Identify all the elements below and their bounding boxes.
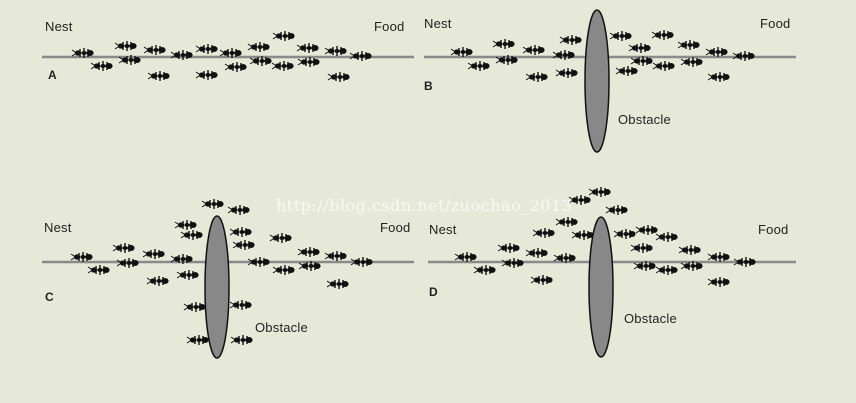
food-label-c: Food <box>380 220 411 235</box>
panel-id-d: D <box>429 285 438 299</box>
obstacle-c <box>204 215 230 359</box>
panel-id-c: C <box>45 290 54 304</box>
nest-label-b: Nest <box>424 16 452 31</box>
obstacle-label-d: Obstacle <box>624 311 677 326</box>
nest-label-d: Nest <box>429 222 457 237</box>
obstacle-label-b: Obstacle <box>618 112 671 127</box>
watermark-text: http://blog.csdn.net/zuochao_2013 <box>276 196 573 215</box>
food-label-b: Food <box>760 16 791 31</box>
nest-label-c: Nest <box>44 220 72 235</box>
obstacle-label-c: Obstacle <box>255 320 308 335</box>
food-label-a: Food <box>374 19 405 34</box>
panel-id-b: B <box>424 79 433 93</box>
panel-id-a: A <box>48 68 57 82</box>
food-label-d: Food <box>758 222 789 237</box>
nest-label-a: Nest <box>45 19 73 34</box>
obstacle-d <box>588 216 614 358</box>
obstacle-b <box>584 9 610 153</box>
